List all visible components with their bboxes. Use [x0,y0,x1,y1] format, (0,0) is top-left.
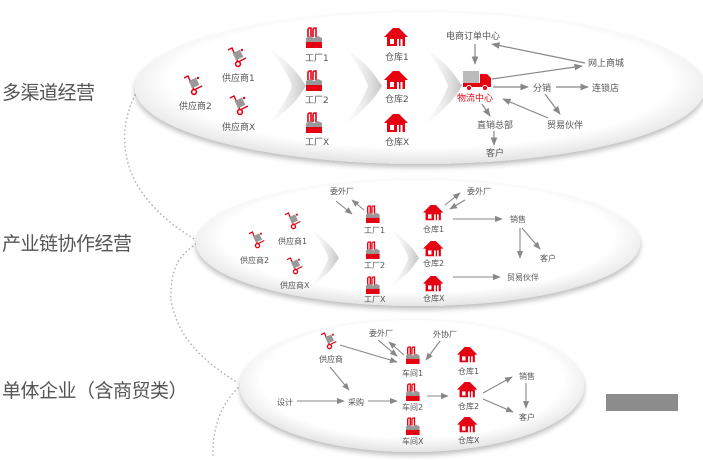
workshop-1-label: 车间1 [402,368,423,378]
customer-label: 客户 [540,253,556,263]
mode-title-single-enterprise: 单体企业（含商贸类） [2,380,188,402]
mode-single-enterprise-diagram: 供应商 委外厂 外协厂 设计 采购 车间1 车间2 车间X 仓库1 仓库2 仓库… [240,320,584,452]
online-mall-label: 网上商城 [588,57,624,69]
warehouse-1-label: 仓库1 [423,224,444,234]
customer-label: 客户 [519,412,535,422]
warehouse-2-label: 仓库2 [385,93,409,105]
warehouse-2-label: 仓库2 [458,401,479,411]
dotted-connector-2 [170,243,197,301]
workshop-2-label: 车间2 [402,402,423,412]
placeholder-bar [606,394,678,411]
factory-x-label: 工厂X [305,137,329,148]
warehouse-x-label: 仓库X [423,293,445,303]
factory-1-label: 工厂1 [305,53,329,64]
flow-arrows [471,42,589,146]
external-factory-label: 外协厂 [433,329,457,339]
sales-label: 销售 [510,214,526,224]
trade-partner-label: 贸易伙伴 [507,272,539,282]
dotted-connector-4 [212,387,239,459]
factory-1-label: 工厂1 [364,226,385,235]
warehouse-x-label: 仓库X [385,136,409,148]
warehouse-1-label: 仓库1 [385,51,409,63]
supplier-2-label: 供应商2 [179,100,212,112]
logistics-center-label: 物流中心 [457,92,493,104]
flow-arrows [297,339,530,413]
supplier-x-label: 供应商X [222,121,255,133]
ellipse-multichannel [135,12,703,164]
supplier-x-label: 供应商X [280,280,310,290]
customer-label: 客户 [486,147,504,159]
supplier-2-label: 供应商2 [240,255,269,265]
mode-multichannel-diagram: 供应商2 供应商1 供应商X 工厂1 工厂2 工厂X 仓库1 仓库2 仓库X 物… [135,12,703,164]
mode-supply-chain-diagram: 供应商2 供应商1 供应商X 工厂1 工厂2 工厂X 仓库1 仓库2 仓库X 委… [196,180,640,306]
distribution-label: 分销 [533,82,551,94]
factory-2-label: 工厂2 [305,95,329,106]
outsource-factory-label: 委外厂 [330,186,354,196]
warehouse-1-label: 仓库1 [458,366,479,376]
sales-label: 销售 [519,371,535,381]
outsource-factory-label: 委外厂 [467,186,491,196]
factory-2-label: 工厂2 [364,261,385,270]
supplier-1-label: 供应商1 [222,72,255,84]
supplier-1-label: 供应商1 [278,236,307,246]
workshop-x-label: 车间X [402,436,424,446]
ellipse-supply-chain [196,180,640,306]
direct-sales-hq-label: 直销总部 [477,119,513,131]
warehouse-2-label: 仓库2 [423,258,444,268]
trade-partner-label: 贸易伙伴 [547,119,583,131]
supplier-label: 供应商 [319,354,343,364]
mode-title-supply-chain: 产业链协作经营 [2,233,132,255]
outsource-factory-label: 委外厂 [369,328,393,338]
flow-arrows [335,192,541,281]
warehouse-x-label: 仓库X [458,435,480,445]
purchase-label: 采购 [348,397,364,407]
chain-store-label: 连锁店 [592,82,619,94]
factory-x-label: 工厂X [364,295,386,304]
design-label: 设计 [277,397,293,407]
mode-title-multichannel: 多渠道经营 [2,82,95,104]
dotted-connector-3 [170,299,239,384]
order-center-label: 电商订单中心 [446,30,500,42]
